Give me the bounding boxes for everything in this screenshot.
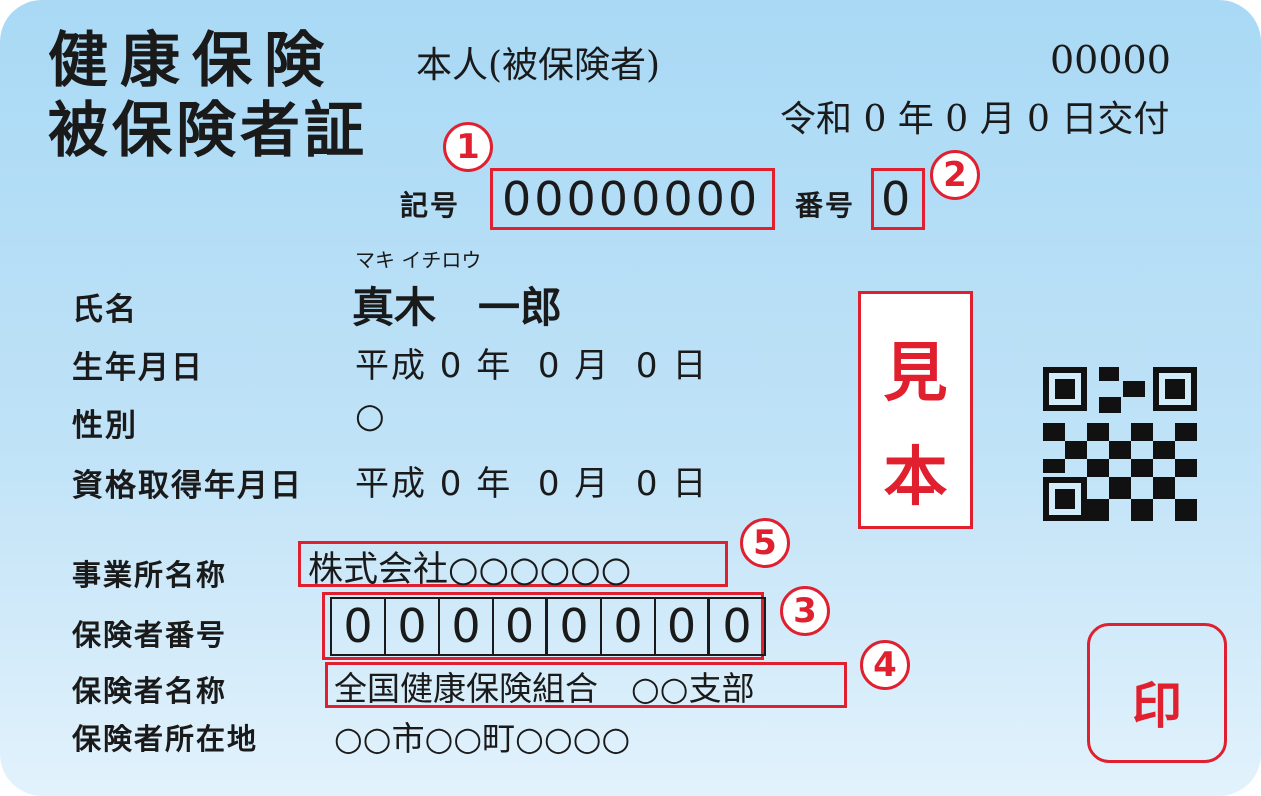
qualification-value: 平成 0 年 0 月 0 日 xyxy=(355,464,709,504)
badge-1: 1 xyxy=(443,122,493,172)
insurer-digit: 0 xyxy=(332,599,386,654)
badge-4: 4 xyxy=(860,640,910,690)
card-title-line2: 被保険者証 xyxy=(48,96,368,166)
insurer-digit: 0 xyxy=(722,599,752,653)
insurer-digit: 0 xyxy=(440,599,494,654)
holder-type: 本人(被保険者) xyxy=(416,45,661,86)
employer-label: 事業所名称 xyxy=(72,558,228,592)
insurer-digit: 0 xyxy=(494,599,548,654)
birth-value: 平成 0 年 0 月 0 日 xyxy=(355,346,709,386)
symbol-highlight xyxy=(490,168,775,230)
insurer-digit: 0 xyxy=(548,599,602,654)
badge-3: 3 xyxy=(780,586,830,636)
symbol-value: 00000000 xyxy=(502,172,761,226)
birth-label: 生年月日 xyxy=(72,350,204,386)
name-value: 真木 一郎 xyxy=(352,283,563,332)
seal-stamp: 印 xyxy=(1087,623,1227,763)
badge-2: 2 xyxy=(930,150,980,200)
number-value: 0 xyxy=(881,172,911,226)
name-furigana: マキ イチロウ xyxy=(355,248,482,272)
insurer-digit: 0 xyxy=(656,599,710,654)
employer-highlight xyxy=(298,541,728,587)
sample-char-2: 本 xyxy=(883,441,948,515)
sample-mark: 見 本 xyxy=(858,291,973,529)
insurer-digit: 0 xyxy=(602,599,656,654)
insurer-name-highlight xyxy=(325,662,847,708)
card-title-line1: 健康保険 xyxy=(48,26,336,96)
insurer-number-highlight xyxy=(322,592,764,660)
card-number: 00000 xyxy=(1050,38,1171,82)
symbol-label: 記号 xyxy=(400,189,461,222)
qualification-label: 資格取得年月日 xyxy=(72,468,303,504)
insurer-name-value: 全国健康保険組合 ○○支部 xyxy=(334,669,755,708)
gender-label: 性別 xyxy=(72,408,138,444)
insurer-number-label: 保険者番号 xyxy=(72,618,228,652)
seal-text: 印 xyxy=(1132,677,1182,735)
number-highlight xyxy=(871,168,925,230)
number-label: 番号 xyxy=(795,189,856,222)
insurer-digit: 0 xyxy=(386,599,440,654)
insurer-address-label: 保険者所在地 xyxy=(72,722,259,756)
qr-code-icon xyxy=(1043,367,1197,521)
insurer-name-label: 保険者名称 xyxy=(72,674,228,708)
badge-5: 5 xyxy=(740,518,790,568)
employer-value: 株式会社○○○○○○ xyxy=(308,550,632,590)
gender-value: ○ xyxy=(355,396,387,436)
issue-date: 令和 0 年 0 月 0 日交付 xyxy=(780,99,1170,140)
name-label: 氏名 xyxy=(72,292,138,328)
sample-char-1: 見 xyxy=(883,337,948,411)
insurer-number-digits: 0 0 0 0 0 0 0 0 xyxy=(330,597,766,656)
insurer-address-value: ○○市○○町○○○○ xyxy=(334,719,631,758)
